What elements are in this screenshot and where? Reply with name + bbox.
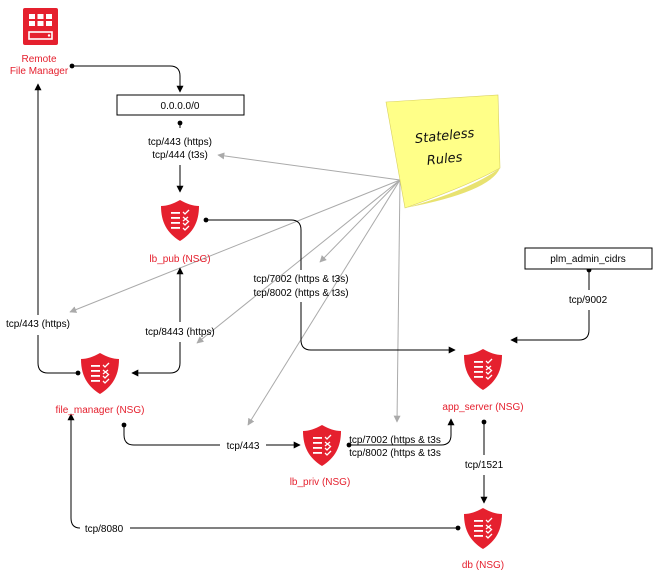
shield-icon bbox=[80, 352, 120, 395]
stateless-line-lb-priv bbox=[247, 179, 401, 426]
note-line1: Stateless bbox=[414, 126, 475, 147]
cidr-any-box bbox=[116, 94, 245, 116]
remote-fm-label-line2: File Manager bbox=[10, 66, 69, 77]
db-label: db (NSG) bbox=[462, 560, 504, 571]
edge-db-to-fm-b bbox=[67, 413, 81, 529]
stateless-line-cidr bbox=[217, 152, 401, 181]
edge-label-fm-remote: tcp/443 (https) bbox=[6, 319, 70, 330]
lb-pub-node: lb_pub (NSG) bbox=[149, 199, 211, 265]
stateless-line-file-manager bbox=[69, 179, 401, 313]
lb-priv-label: lb_priv (NSG) bbox=[290, 477, 351, 488]
edge-label-fm-lbpriv: tcp/443 bbox=[227, 441, 260, 452]
edge-fm-to-remote-a bbox=[37, 335, 81, 376]
edge-lbpub-to-app-a bbox=[203, 217, 302, 270]
remote-fm-label-line1: Remote bbox=[21, 54, 56, 65]
edge-fm-to-lbpub-b bbox=[131, 342, 181, 377]
edge-label-fm-lbpub: tcp/8443 (https) bbox=[145, 327, 214, 338]
stateless-line-app bbox=[319, 179, 401, 263]
edge-fm-to-lbpriv-a bbox=[121, 422, 220, 446]
stateless-rules-note: Stateless Rules bbox=[385, 94, 501, 209]
edge-label-app-db: tcp/1521 bbox=[465, 460, 504, 471]
lb-priv-node: lb_priv (NSG) bbox=[290, 424, 351, 488]
edge-remote-to-cidr bbox=[69, 63, 184, 93]
edge-label-lbpub-app-line2: tcp/8002 (https & t3s) bbox=[253, 288, 348, 299]
shield-icon bbox=[463, 507, 503, 550]
note-line2: Rules bbox=[426, 150, 463, 169]
app-server-label: app_server (NSG) bbox=[442, 402, 523, 413]
shield-icon bbox=[463, 348, 503, 391]
app-server-node: app_server (NSG) bbox=[442, 348, 524, 413]
storage-icon bbox=[23, 8, 58, 45]
edge-label-cidr-line1: tcp/443 (https) bbox=[148, 137, 212, 148]
edge-plm-to-app bbox=[510, 310, 590, 344]
edge-label-lbpriv-app-line1: tcp/7002 (https & t3s bbox=[349, 435, 441, 446]
plm-cidrs-label: plm_admin_cidrs bbox=[550, 254, 626, 265]
shield-icon bbox=[160, 199, 200, 242]
file-manager-label: file_manager (NSG) bbox=[56, 405, 145, 416]
edge-label-lbpub-app-line1: tcp/7002 (https & t3s) bbox=[253, 274, 348, 285]
file-manager-node: file_manager (NSG) bbox=[56, 352, 145, 416]
edge-label-db-fm: tcp/8080 bbox=[85, 524, 124, 535]
edge-label-lbpriv-app-line2: tcp/8002 (https & t3s bbox=[349, 448, 441, 459]
edge-lbpriv-to-app bbox=[346, 418, 455, 448]
stateless-rule-lines bbox=[69, 152, 401, 426]
edge-lbpub-to-app-b bbox=[300, 302, 456, 354]
cidr-any-label: 0.0.0.0/0 bbox=[161, 101, 200, 112]
edge-label-cidr-line2: tcp/444 (t3s) bbox=[152, 150, 208, 161]
plm-cidrs-box bbox=[524, 247, 653, 270]
edge-label-plm-app: tcp/9002 bbox=[569, 295, 608, 306]
lb-pub-label: lb_pub (NSG) bbox=[149, 254, 210, 265]
db-node: db (NSG) bbox=[462, 507, 504, 571]
stateless-line-lb-pub bbox=[196, 179, 401, 344]
shield-icon bbox=[302, 424, 342, 467]
stateless-line-db bbox=[393, 179, 401, 423]
